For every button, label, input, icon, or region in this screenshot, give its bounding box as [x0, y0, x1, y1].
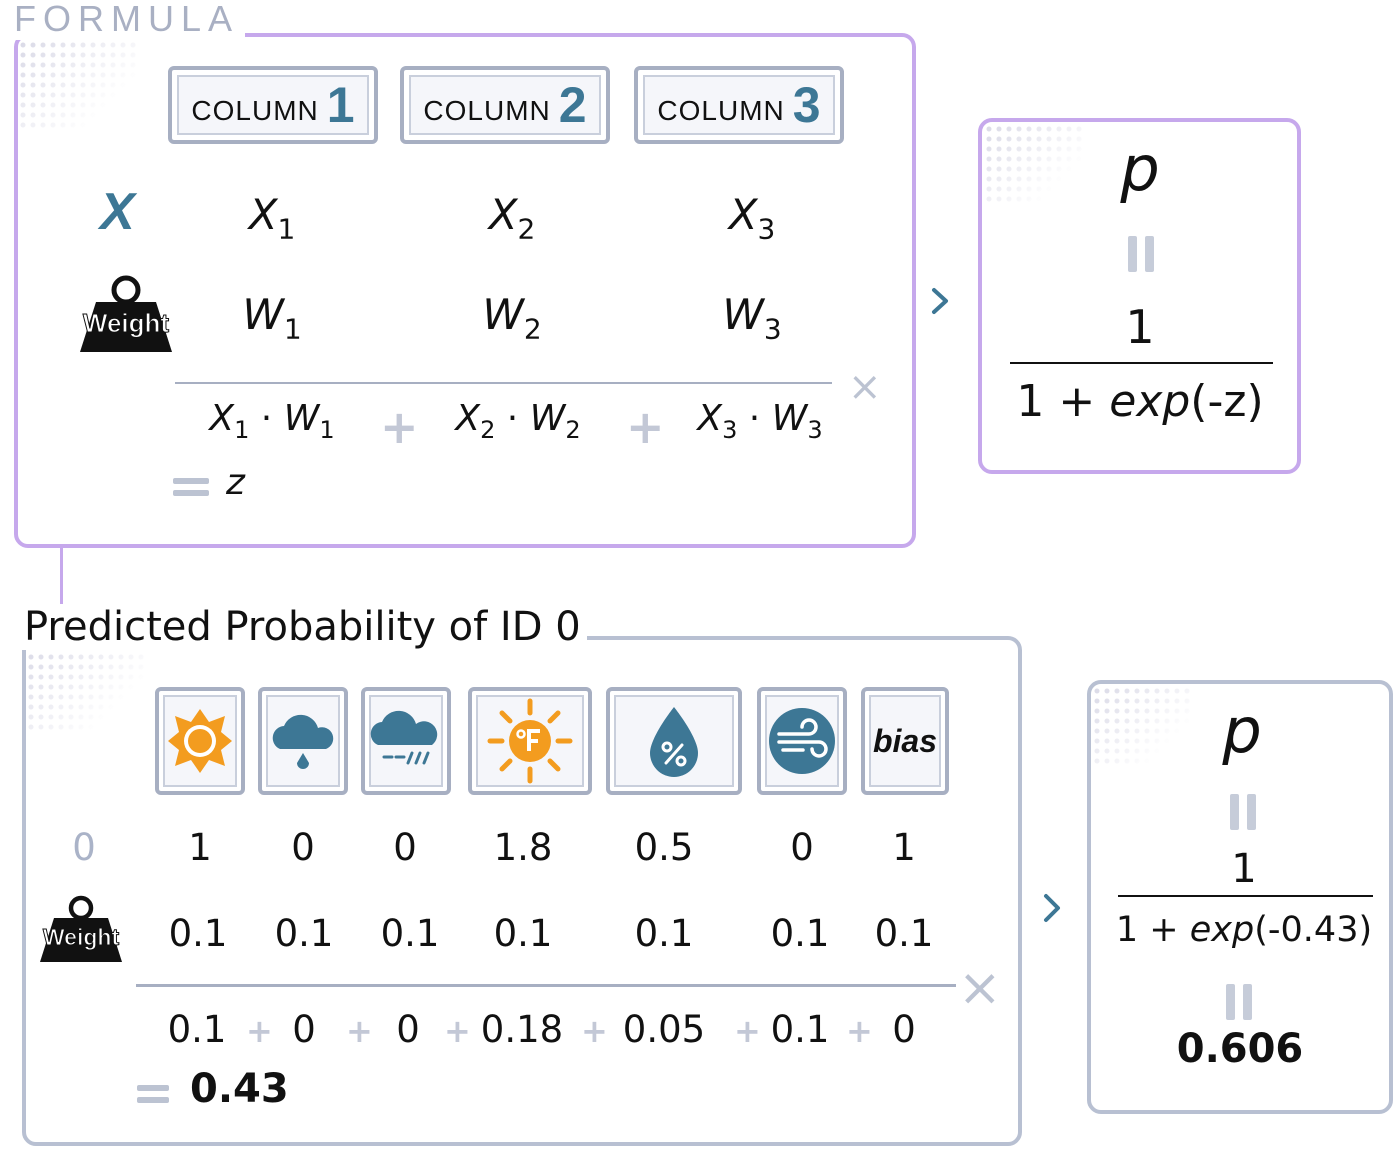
plus-symbol: + — [444, 1012, 471, 1050]
x-variable-2: X2 — [488, 190, 536, 246]
column-label: COLUMN — [423, 95, 551, 126]
sigmoid-denominator: 1 + exp(-0.43) — [1115, 910, 1373, 950]
product-value: 0.1 — [770, 1008, 830, 1051]
feature-value: 0 — [790, 826, 814, 869]
equals-symbol — [1226, 984, 1252, 1020]
multiply-line — [136, 984, 956, 987]
sun-icon — [168, 709, 232, 773]
probability-symbol: p — [1120, 132, 1160, 205]
chevron-right-icon — [1040, 892, 1064, 928]
times-symbol: × — [958, 958, 1002, 1018]
equals-symbol — [137, 1085, 169, 1103]
fraction-line — [1118, 895, 1373, 897]
plus-symbol: + — [246, 1012, 273, 1050]
plus-symbol: + — [581, 1012, 608, 1050]
chevron-right-icon — [928, 286, 952, 320]
feature-tile-sleet[interactable] — [361, 687, 451, 795]
column-number: 1 — [326, 77, 355, 133]
feature-value: 1 — [892, 826, 916, 869]
probability-result: 0.606 — [1176, 1026, 1304, 1072]
weight-icon: Weight — [74, 272, 178, 354]
feature-weight: 0.1 — [874, 912, 934, 955]
humidity-icon — [650, 707, 698, 777]
sleet-cloud-icon — [370, 710, 438, 765]
x-variable-3: X3 — [728, 190, 776, 246]
feature-weight: 0.1 — [274, 912, 334, 955]
feature-weight: 0.1 — [380, 912, 440, 955]
sigmoid-denominator: 1 + exp(-z) — [1016, 376, 1264, 427]
product-term-1: X1 · W1 — [209, 398, 335, 445]
row-id: 0 — [72, 826, 96, 869]
w-variable-1: W1 — [242, 290, 302, 346]
feature-value: 0 — [291, 826, 315, 869]
equals-symbol — [1230, 794, 1256, 830]
w-variable-3: W3 — [722, 290, 782, 346]
plus-symbol: + — [734, 1012, 761, 1050]
formula-label: FORMULA — [8, 0, 246, 40]
feature-tile-temperature[interactable] — [468, 687, 592, 795]
column-label: COLUMN — [657, 95, 785, 126]
bias-label: bias — [872, 722, 938, 759]
feature-tile-rain[interactable] — [258, 687, 348, 795]
weight-icon-text: Weight — [43, 924, 120, 950]
column-3-button[interactable]: COLUMN 3 — [634, 66, 844, 144]
product-value: 0 — [396, 1008, 420, 1051]
feature-weight: 0.1 — [168, 912, 228, 955]
product-term-3: X3 · W3 — [697, 398, 823, 445]
prediction-title: Predicted Probability of ID 0 — [18, 604, 587, 650]
z-value: 0.43 — [190, 1066, 289, 1112]
times-symbol: × — [848, 364, 882, 410]
column-number: 2 — [558, 77, 587, 133]
sigmoid-dots-decoration — [1092, 686, 1192, 766]
product-value: 0.1 — [167, 1008, 227, 1051]
probability-symbol: p — [1222, 694, 1262, 767]
feature-tile-wind[interactable] — [757, 687, 847, 795]
column-number: 3 — [792, 77, 821, 133]
sigmoid-numerator: 1 — [1231, 846, 1257, 892]
x-symbol: X — [100, 183, 135, 241]
feature-tile-bias[interactable]: bias — [861, 687, 949, 795]
plus-symbol: + — [626, 400, 665, 454]
wind-icon — [769, 708, 835, 774]
temperature-f-icon — [487, 698, 573, 784]
product-value: 0 — [292, 1008, 316, 1051]
feature-value: 0.5 — [634, 826, 694, 869]
product-value: 0.18 — [480, 1008, 564, 1051]
z-result: z — [226, 462, 245, 503]
prediction-sigmoid-panel — [1087, 680, 1393, 1114]
formula-sigmoid-panel — [978, 118, 1301, 474]
equals-symbol — [173, 478, 209, 496]
column-2-button[interactable]: COLUMN 2 — [400, 66, 610, 144]
product-term-2: X2 · W2 — [455, 398, 581, 445]
column-label: COLUMN — [191, 95, 319, 126]
feature-value: 1 — [188, 826, 212, 869]
plus-symbol: + — [346, 1012, 373, 1050]
weight-icon-text: Weight — [83, 308, 170, 338]
sigmoid-numerator: 1 — [1125, 300, 1155, 354]
equals-symbol — [1128, 236, 1154, 272]
feature-value: 1.8 — [493, 826, 553, 869]
feature-weight: 0.1 — [770, 912, 830, 955]
product-value: 0 — [892, 1008, 916, 1051]
x-variable-1: X1 — [248, 190, 296, 246]
feature-weight: 0.1 — [634, 912, 694, 955]
product-value: 0.05 — [622, 1008, 706, 1051]
sigmoid-dots-decoration — [984, 124, 1084, 204]
plus-symbol: + — [846, 1012, 873, 1050]
panel-connector-line — [60, 548, 63, 640]
formula-dots-decoration — [18, 40, 138, 130]
column-1-button[interactable]: COLUMN 1 — [168, 66, 378, 144]
feature-value: 0 — [393, 826, 417, 869]
weight-icon: Weight — [36, 894, 126, 964]
fraction-line — [1010, 362, 1273, 364]
rain-cloud-icon — [272, 714, 334, 769]
feature-weight: 0.1 — [493, 912, 553, 955]
feature-tile-sun[interactable] — [155, 687, 245, 795]
w-variable-2: W2 — [482, 290, 542, 346]
prediction-dots-decoration — [26, 642, 146, 732]
feature-tile-humidity[interactable] — [606, 687, 742, 795]
multiply-line — [175, 382, 832, 384]
plus-symbol: + — [380, 400, 419, 454]
